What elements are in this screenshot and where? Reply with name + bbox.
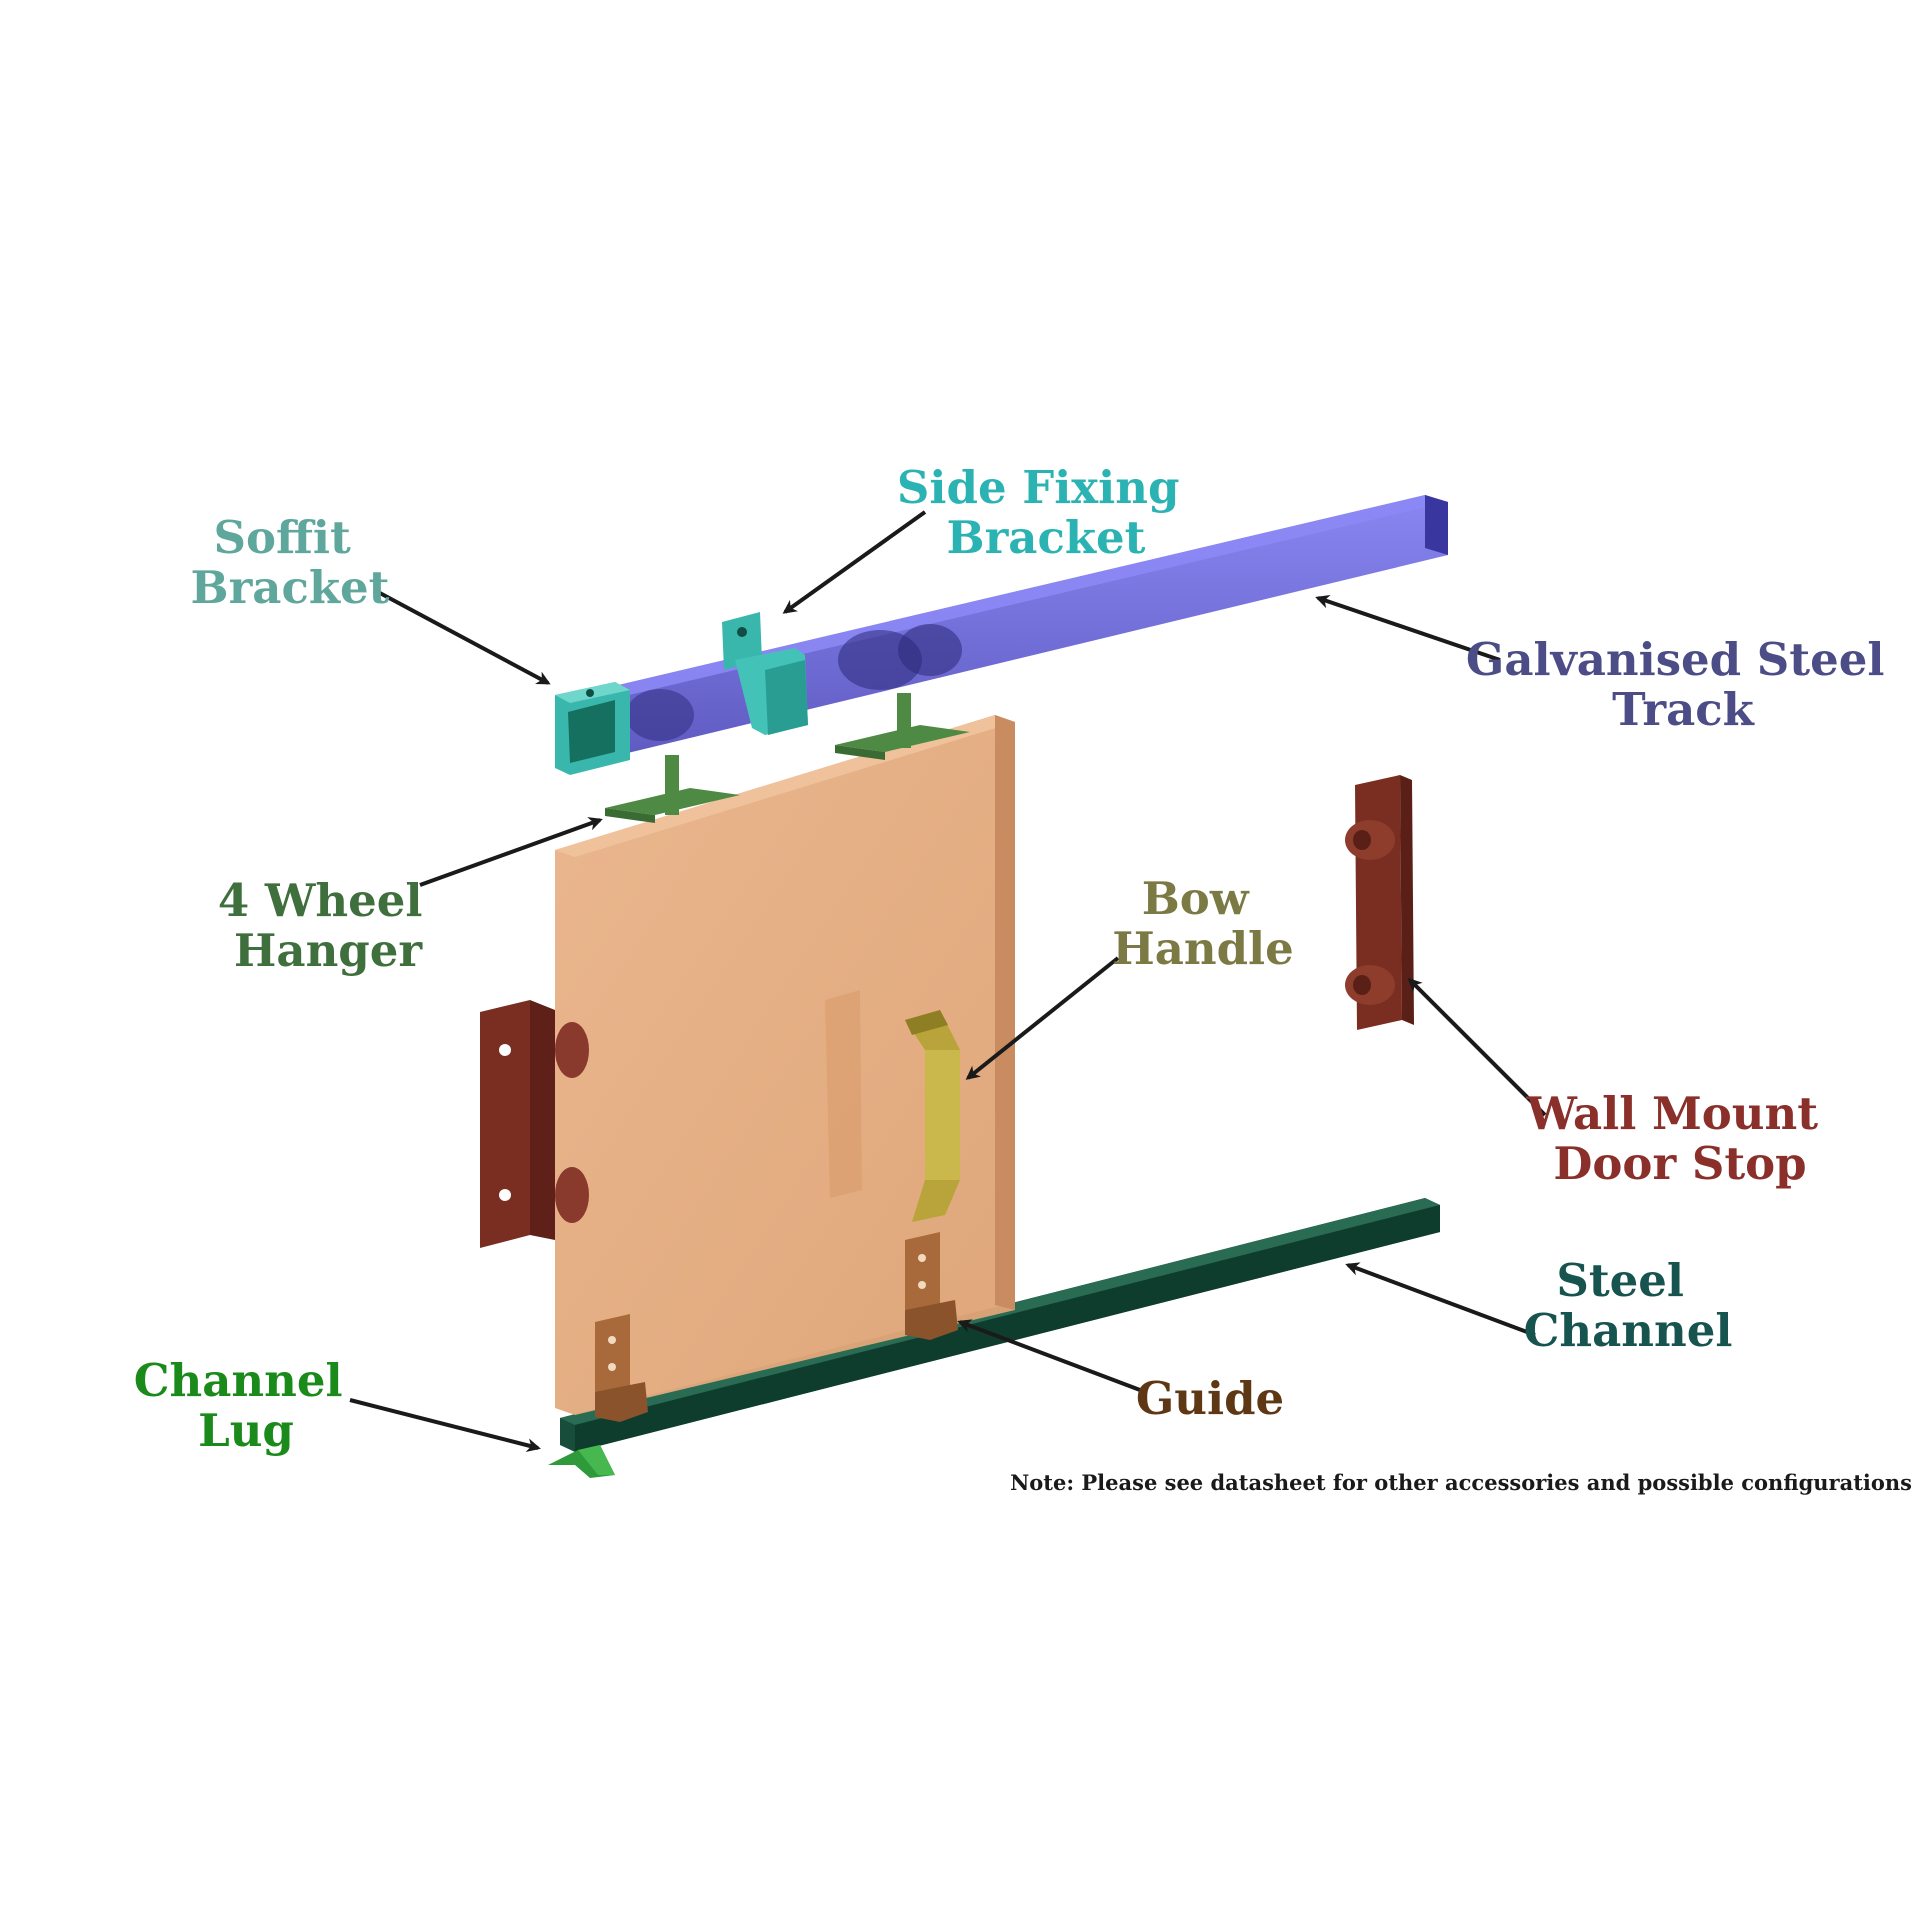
label-soffit-bracket: Soffit Bracket xyxy=(191,511,390,614)
leader-arrows xyxy=(349,510,1547,1453)
door-stop-left xyxy=(480,1000,589,1248)
arrow-galvanised-steel-track xyxy=(1315,594,1501,662)
label-channel-lug: Channel Lug xyxy=(134,1354,359,1457)
guide-parts xyxy=(595,1232,958,1422)
arrow-side-fixing-bracket xyxy=(782,510,927,614)
arrow-channel-lug xyxy=(349,1398,541,1453)
label-steel-channel: Steel Channel xyxy=(1524,1254,1733,1357)
datasheet-note: Note: Please see datasheet for other acc… xyxy=(1010,1470,1912,1495)
label-guide: Guide xyxy=(1136,1372,1284,1425)
bow-handle-part xyxy=(905,1010,960,1222)
label-wall-mount-door-stop: Wall Mount Door Stop xyxy=(1525,1087,1833,1190)
label-four-wheel-hanger: 4 Wheel Hanger xyxy=(218,874,438,977)
channel-lug-part xyxy=(548,1445,615,1478)
arrow-four-wheel-hanger xyxy=(419,817,603,887)
label-galvanised-steel-track: Galvanised Steel Track xyxy=(1466,633,1900,736)
arrow-wall-mount-door-stop xyxy=(1407,977,1547,1117)
soffit-bracket-part xyxy=(555,682,630,775)
side-fixing-bracket-part xyxy=(722,612,808,735)
arrow-guide xyxy=(957,1319,1141,1392)
arrow-steel-channel xyxy=(1345,1262,1536,1337)
door-panel xyxy=(555,715,1015,1415)
arrow-soffit-bracket xyxy=(377,590,551,685)
arrow-bow-handle xyxy=(965,956,1120,1080)
label-side-fixing-bracket: Side Fixing Bracket xyxy=(897,461,1195,564)
wall-mount-door-stop-part xyxy=(1345,775,1414,1030)
label-bow-handle: Bow Handle xyxy=(1112,872,1294,975)
four-wheel-hanger-parts xyxy=(605,693,970,823)
